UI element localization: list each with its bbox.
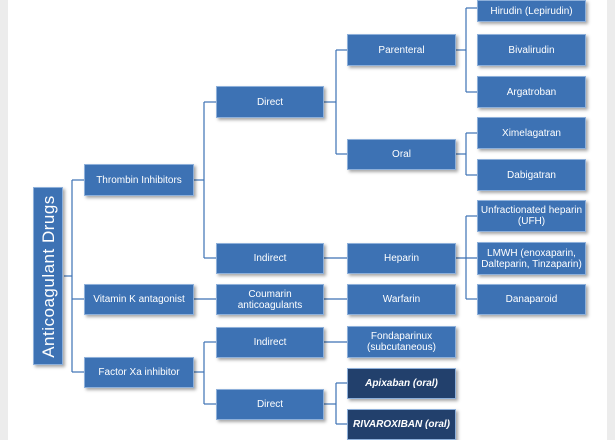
node-oral: Oral [347,139,456,170]
node-heparin: Heparin [347,243,456,274]
node-fondaparinux: Fondaparinux (subcutaneous) [347,326,456,358]
node-direct-thrombin: Direct [216,86,324,118]
node-rivaroxiban: RIVAROXIBAN (oral) [347,409,456,440]
node-hirudin: Hirudin (Lepirudin) [477,0,586,22]
left-margin-strip [0,0,8,440]
node-bivalirudin: Bivalirudin [477,34,586,66]
node-indirect-thrombin: Indirect [216,243,324,274]
node-direct-xa: Direct [216,389,324,420]
node-ximelagatran: Ximelagatran [477,117,586,149]
node-danaparoid: Danaparoid [477,284,586,315]
node-coumarin-anticoagulants: Coumarin anticoagulants [216,284,324,315]
node-unfractionated-heparin: Unfractionated heparin (UFH) [477,200,586,232]
node-apixaban: Apixaban (oral) [347,368,456,399]
right-margin-strip [607,0,615,440]
node-indirect-xa: Indirect [216,327,324,358]
node-parenteral: Parenteral [347,34,456,66]
root-anticoagulant-drugs: Anticoagulant Drugs [33,187,63,365]
node-lmwh: LMWH (enoxaparin, Dalteparin, Tinzaparin… [477,242,586,275]
node-thrombin-inhibitors: Thrombin Inhibitors [84,164,194,196]
node-argatroban: Argatroban [477,76,586,108]
node-dabigatran: Dabigatran [477,159,586,191]
node-factor-xa-inhibitor: Factor Xa inhibitor [84,357,194,388]
node-warfarin: Warfarin [347,284,456,315]
node-vitamin-k-antagonist: Vitamin K antagonist [84,284,194,315]
